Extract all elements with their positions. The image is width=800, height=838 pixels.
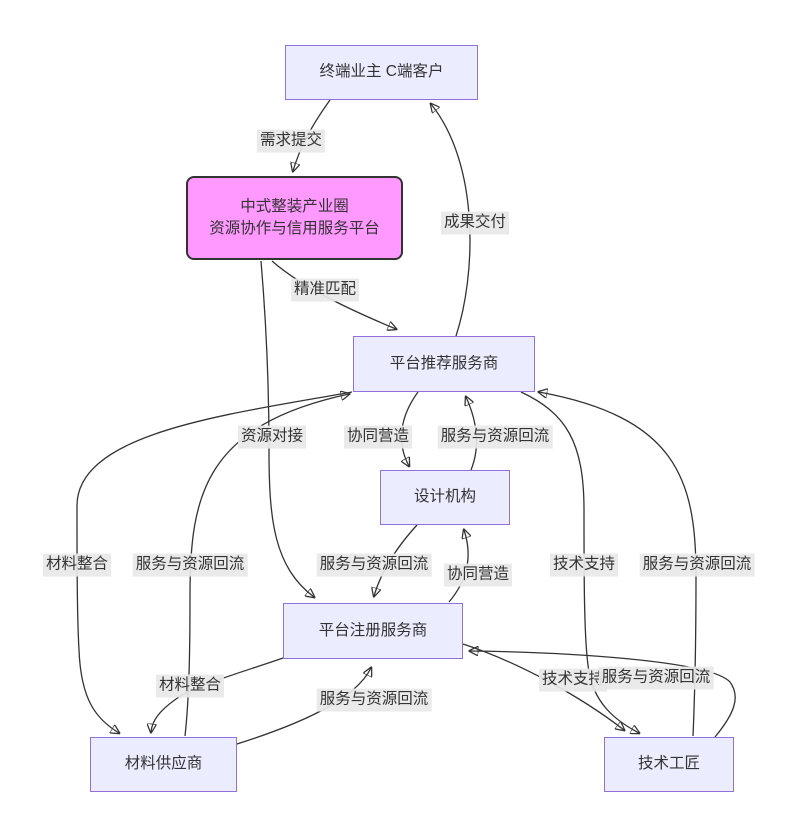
node-craftsman: 技术工匠 [604,737,734,792]
node-platform-label-line1: 中式整装产业圈 [240,197,349,215]
edge-label-service-return-bottom-right: 服务与资源回流 [598,666,714,690]
node-craftsman-label: 技术工匠 [637,755,700,773]
edge-label-tech-support-right: 技术支持 [549,553,619,577]
node-design-agency: 设计机构 [380,470,510,525]
edge-label-service-return-material-left: 服务与资源回流 [132,553,248,577]
node-platform-label-line2: 资源协作与信用服务平台 [209,220,380,237]
edge-label-service-return-bottom: 服务与资源回流 [316,688,432,712]
edge-label-material-integration-left: 材料整合 [42,553,112,577]
node-registered-provider: 平台注册服务商 [283,603,463,659]
node-design-agency-label: 设计机构 [413,488,476,506]
node-platform-label: 中式整装产业圈 资源协作与信用服务平台 [209,196,380,241]
edge-label-service-return-craftsman-right: 服务与资源回流 [639,553,755,577]
node-material-supplier-label: 材料供应商 [124,755,203,773]
edge-label-tech-support-bottom: 技术支持 [538,668,608,692]
node-end-customer: 终端业主 C端客户 [285,45,478,100]
node-registered-provider-label: 平台注册服务商 [318,621,428,639]
edge-label-demand-submit: 需求提交 [256,129,326,153]
edge-label-material-integration-bottom: 材料整合 [155,674,225,698]
edge-label-service-return-design: 服务与资源回流 [437,425,553,449]
node-recommended-provider: 平台推荐服务商 [353,336,535,392]
edge-platform-registered-path [260,260,314,597]
node-recommended-provider-label: 平台推荐服务商 [389,354,499,372]
node-platform: 中式整装产业圈 资源协作与信用服务平台 [186,176,403,260]
node-end-customer-label: 终端业主 C端客户 [319,63,444,81]
edge-label-collab-build-upper: 协同营造 [343,425,413,449]
edge-recommended-craftsman-path [520,391,639,733]
edge-label-collab-build-lower: 协同营造 [443,563,513,587]
edge-label-resource-connect: 资源对接 [237,425,307,449]
edge-label-service-return-mid: 服务与资源回流 [316,553,432,577]
node-material-supplier: 材料供应商 [90,737,237,792]
edge-recommended-material-path [76,391,353,733]
edge-label-result-delivery: 成果交付 [440,211,510,235]
edge-label-precise-match: 精准匹配 [290,278,360,302]
